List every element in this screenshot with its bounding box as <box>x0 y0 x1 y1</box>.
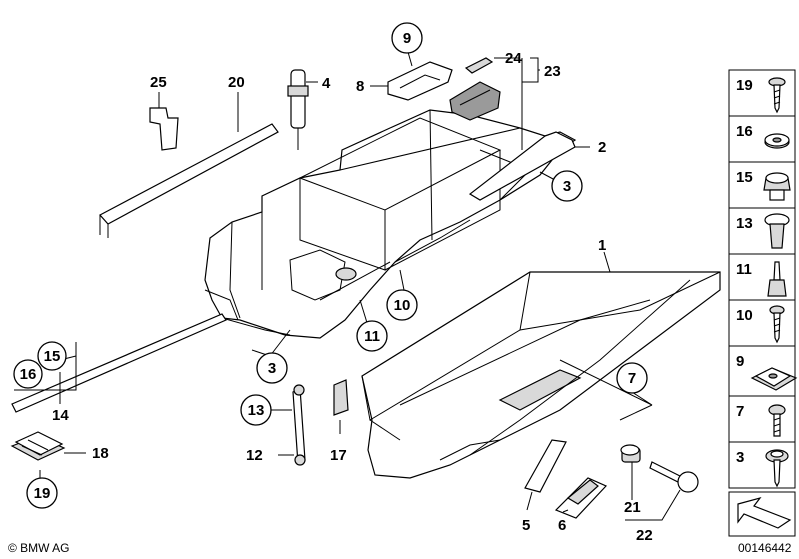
svg-text:11: 11 <box>364 328 380 345</box>
callout-19: 19 <box>26 477 58 509</box>
part-12-link <box>292 384 306 466</box>
callout-6: 6 <box>558 517 566 534</box>
callout-10: 10 <box>386 289 418 321</box>
legend-icon-bolt <box>768 404 786 437</box>
callout-22: 22 <box>636 527 653 544</box>
leader-lines <box>39 51 681 521</box>
svg-text:13: 13 <box>248 402 265 419</box>
part-14-rod <box>11 313 227 413</box>
callout-25: 25 <box>150 74 167 91</box>
part-8-bracket <box>387 61 453 101</box>
svg-text:16: 16 <box>736 123 753 140</box>
callout-4: 4 <box>322 75 331 92</box>
callout-8: 8 <box>356 78 364 95</box>
part-5-hinge <box>524 439 567 493</box>
callout-14: 14 <box>52 407 69 424</box>
footer-brand: © BMW AG <box>8 541 70 555</box>
part-23-latch <box>449 81 501 121</box>
part-4-damper <box>287 69 309 150</box>
part-24-pin <box>464 57 494 74</box>
callout-13: 13 <box>240 394 272 426</box>
svg-text:19: 19 <box>34 485 51 502</box>
callout-21: 21 <box>624 499 641 516</box>
svg-text:7: 7 <box>736 403 744 420</box>
svg-text:10: 10 <box>394 297 411 314</box>
callout-group-15-16: 15 16 <box>13 341 77 391</box>
part-22-key <box>649 461 699 493</box>
callout-7: 7 <box>616 362 648 394</box>
svg-text:3: 3 <box>268 360 276 377</box>
svg-text:19: 19 <box>736 77 753 94</box>
callout-12: 12 <box>246 447 263 464</box>
callout-1: 1 <box>598 237 606 254</box>
callout-2: 2 <box>598 139 606 156</box>
callout-20: 20 <box>228 74 245 91</box>
callout-23: 23 <box>544 63 561 80</box>
footer-code: 00146442 <box>738 541 792 555</box>
legend-panel: 19 16 15 13 11 <box>728 69 798 537</box>
svg-text:13: 13 <box>736 215 753 232</box>
svg-text:7: 7 <box>628 370 636 387</box>
svg-text:3: 3 <box>736 449 744 466</box>
callout-11: 11 <box>356 320 388 352</box>
part-18-holder <box>10 431 66 461</box>
svg-text:16: 16 <box>20 366 37 383</box>
legend-icon-screw-small <box>769 305 785 344</box>
callout-9: 9 <box>391 22 423 54</box>
svg-text:10: 10 <box>736 307 753 324</box>
svg-text:15: 15 <box>736 169 753 186</box>
svg-text:15: 15 <box>44 348 61 365</box>
callout-3-bottom: 3 <box>256 352 288 384</box>
part-6-latch <box>554 477 608 519</box>
part-25-clip <box>149 107 179 151</box>
svg-text:9: 9 <box>736 353 744 370</box>
part-17-cover <box>333 379 349 416</box>
legend-icon-nut <box>763 172 791 201</box>
legend-icon-screw <box>768 77 786 114</box>
callout-3-top: 3 <box>551 170 583 202</box>
svg-text:11: 11 <box>736 261 752 278</box>
part-21-lock <box>620 444 641 463</box>
svg-text:9: 9 <box>403 30 411 47</box>
svg-text:3: 3 <box>563 178 571 195</box>
legend-icon-washer <box>764 133 790 149</box>
legend-icon-buffer <box>767 261 787 297</box>
legend-icon-rivet <box>764 213 790 249</box>
callout-17: 17 <box>330 447 347 464</box>
callout-18: 18 <box>92 445 109 462</box>
callout-24: 24 <box>505 50 522 67</box>
legend-icon-clip-nut <box>750 367 798 391</box>
glovebox-tray <box>361 271 721 479</box>
part-20-rail <box>99 123 279 225</box>
callout-5: 5 <box>522 517 530 534</box>
legend-arrow-icon <box>737 496 792 529</box>
legend-icon-screw-washer <box>765 449 789 488</box>
